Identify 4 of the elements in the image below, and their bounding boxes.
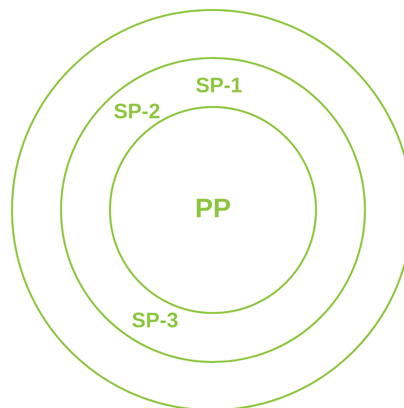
center-label: PP <box>196 198 230 218</box>
ring-label: SP-3 <box>132 312 178 328</box>
ring-label: SP-2 <box>114 104 160 118</box>
ring-label: SP-1 <box>196 78 242 92</box>
